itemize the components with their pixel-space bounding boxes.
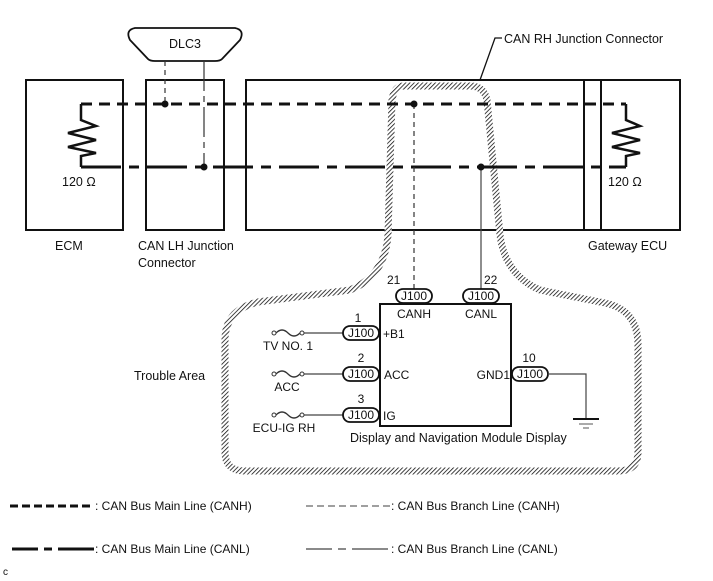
legend-label-branch-canh: : CAN Bus Branch Line (CANH) [391, 499, 560, 513]
fuse-label-ecu-ig-rh: ECU-IG RH [253, 421, 316, 435]
pin-number-3: 3 [358, 392, 365, 406]
can-lh-junction-label-1: CAN LH Junction [138, 239, 234, 253]
wire-ground [548, 373, 587, 419]
dlc3-connector: DLC3 [127, 27, 243, 62]
junction-dot [161, 100, 169, 108]
connector-j100-pin3 [342, 407, 380, 423]
trouble-area-outline [221, 82, 642, 475]
gateway-resistance-label: 120 Ω [608, 175, 642, 189]
pin-name-gnd1: GND1 [477, 368, 511, 382]
fuse-icon [271, 329, 305, 337]
can-rh-junction-box [245, 79, 602, 231]
connector-j100-pin1 [342, 325, 380, 341]
pin-name-canl: CANL [465, 307, 497, 321]
connector-id: J100 [517, 367, 543, 381]
dlc3-label: DLC3 [169, 37, 201, 51]
connector-id: J100 [348, 408, 374, 422]
pin-name-acc: ACC [384, 368, 410, 382]
pin-number-10: 10 [522, 351, 536, 365]
connector-j100-pin21 [395, 288, 433, 304]
connector-id: J100 [348, 326, 374, 340]
connector-id: J100 [468, 289, 494, 303]
pin-name-ig: IG [383, 409, 396, 423]
can-lh-junction-box [145, 79, 225, 231]
pin-number-2: 2 [358, 351, 365, 365]
connector-id: J100 [348, 367, 374, 381]
trouble-area-label: Trouble Area [134, 369, 205, 383]
fuse-label-tv-no1: TV NO. 1 [263, 339, 313, 353]
gateway-ecu-label: Gateway ECU [588, 239, 667, 253]
legend-label-main-canh: : CAN Bus Main Line (CANH) [95, 499, 252, 513]
connector-j100-pin22 [462, 288, 500, 304]
fuse-icon [271, 411, 305, 419]
gateway-resistor-icon [611, 104, 644, 167]
connector-id: J100 [401, 289, 427, 303]
pin-name-b1: +B1 [383, 327, 405, 341]
pin-number-1: 1 [355, 311, 362, 325]
junction-dot [410, 100, 418, 108]
pin-number-22: 22 [484, 273, 498, 287]
module-label: Display and Navigation Module Display [350, 431, 568, 445]
can-lh-junction-label-2: Connector [138, 256, 196, 270]
fuse-icon [271, 370, 305, 378]
fuse-label-acc: ACC [274, 380, 300, 394]
can-rh-junction-label: CAN RH Junction Connector [504, 32, 663, 46]
display-navigation-module-box [379, 303, 512, 427]
callout-leader [479, 37, 502, 81]
ecm-resistance-label: 120 Ω [62, 175, 96, 189]
pin-number-21: 21 [387, 273, 401, 287]
legend: : CAN Bus Main Line (CANH) : CAN Bus Bra… [10, 499, 560, 556]
ground-icon [573, 418, 599, 429]
legend-label-main-canl: : CAN Bus Main Line (CANL) [95, 542, 250, 556]
pin-name-canh: CANH [397, 307, 431, 321]
ecm-resistor-icon [67, 104, 101, 167]
junction-dot [200, 163, 208, 171]
ecm-box [25, 79, 124, 231]
ecm-label: ECM [55, 239, 83, 253]
connector-j100-pin2 [342, 366, 380, 382]
legend-label-branch-canl: : CAN Bus Branch Line (CANL) [391, 542, 558, 556]
gateway-ecu-box [583, 79, 681, 231]
footer-code: c [3, 567, 8, 578]
junction-dot [477, 163, 485, 171]
